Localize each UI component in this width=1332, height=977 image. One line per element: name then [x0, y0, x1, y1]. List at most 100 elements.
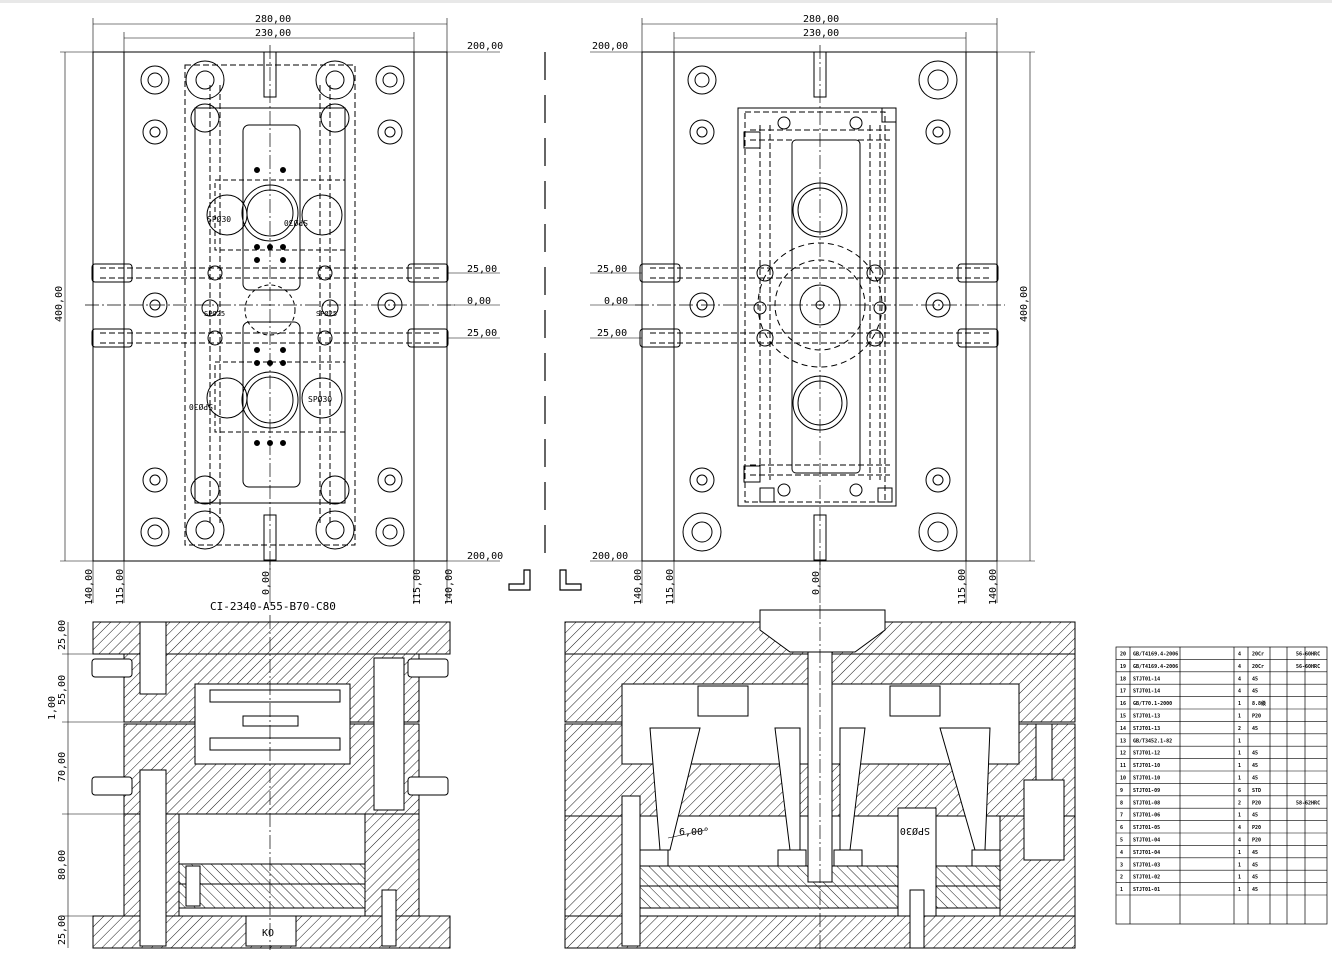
plan-right-left-dim-2: 25,00 — [597, 264, 627, 275]
bom-cell-mat: 45 — [1252, 676, 1258, 682]
bom-cell-code: STJT01-10 — [1133, 763, 1160, 769]
plan-left-bottom-dim-3: 0,00 — [261, 571, 272, 595]
plan-left-screw-bottom — [263, 514, 277, 561]
bom-cell-code: GB/T3452.1-82 — [1133, 738, 1172, 744]
bom-cell-code: STJT01-01 — [1133, 887, 1160, 893]
plan-right-core-circle-2 — [792, 375, 848, 431]
section-left-ejector-retainer — [178, 863, 366, 885]
bom-cell-mat: P20 — [1252, 800, 1261, 806]
bom-cell-no: 16 — [1120, 701, 1126, 707]
plan-view-left — [60, 18, 500, 603]
plan-left-gate-label-6: SPØ30 — [308, 394, 332, 404]
plan-right-bottom-dim-1: 140,00 — [633, 569, 644, 605]
plan-left-gate-label-1: SPØ30 — [207, 214, 231, 224]
bom-cell-no: 18 — [1120, 676, 1126, 682]
plan-left-gate-label-5: SPØ30 — [189, 402, 213, 412]
bom-cell-no: 9 — [1120, 788, 1123, 794]
plan-right-width-inner: 230,00 — [803, 28, 839, 39]
plan-left-bolts — [254, 167, 286, 446]
bom-cell-no: 19 — [1120, 664, 1126, 670]
section-left-ejector-plate — [178, 883, 366, 909]
plan-right-ejector-outline — [744, 111, 886, 503]
bom-cell-code: STJT01-09 — [1133, 788, 1160, 794]
bom-cell-qty: 1 — [1238, 763, 1241, 769]
bom-cell-qty: 1 — [1238, 751, 1241, 757]
plan-left-right-dim-2: 25,00 — [467, 264, 497, 275]
plan-right-ejector-plate — [737, 107, 897, 507]
bom-cell-code: STJT01-06 — [1133, 813, 1160, 819]
plan-left-dimension-texts: 280,00 230,00 400,00 200,00 25,00 0,00 2… — [54, 14, 503, 613]
bom-cell-no: 8 — [1120, 800, 1123, 806]
bom-cell-no: 3 — [1120, 862, 1123, 868]
plan-left-right-dim-1: 200,00 — [467, 41, 503, 52]
plan-left-sprue-circle-4 — [301, 377, 343, 419]
bom-cell-mat: 20Cr — [1252, 652, 1264, 658]
bom-cell-no: 11 — [1120, 763, 1126, 769]
bom-cell-code: STJT01-12 — [1133, 751, 1160, 757]
bom-cell-no: 14 — [1120, 726, 1126, 732]
plan-right-bottom-dim-2: 115,00 — [665, 569, 676, 605]
section-view-right — [564, 605, 1076, 950]
plan-view-right — [590, 18, 1035, 603]
bom-cell-no: 17 — [1120, 689, 1126, 695]
bom-cell-code: GB/T4169.4-2006 — [1133, 652, 1178, 658]
bom-cell-code: STJT01-04 — [1133, 838, 1160, 844]
plan-right-guide-pins — [682, 60, 958, 552]
bom-cell-qty: 1 — [1238, 738, 1241, 744]
plan-right-corner-squares — [743, 107, 897, 503]
section-left-h3: 1,00 — [47, 696, 58, 720]
plan-right-left-dim-1: 200,00 — [592, 41, 628, 52]
bom-cell-mat: STD — [1252, 788, 1261, 794]
bom-cell-qty: 4 — [1238, 676, 1241, 682]
plan-left-locating-ring — [244, 284, 296, 336]
plan-left-cavity-lower — [214, 361, 346, 433]
bom-cell-note: 56-60HRC — [1296, 652, 1320, 658]
bom-cell-no: 20 — [1120, 652, 1126, 658]
plan-left-right-dim-4: 25,00 — [467, 328, 497, 339]
plan-left-inner-plate — [123, 51, 415, 562]
plan-left-right-dim-5: 200,00 — [467, 551, 503, 562]
bom-cell-qty: 6 — [1238, 788, 1241, 794]
bom-cell-no: 4 — [1120, 850, 1123, 856]
section-view-left — [62, 615, 451, 950]
bom-cell-no: 6 — [1120, 825, 1123, 831]
bom-cell-code: STJT01-14 — [1133, 689, 1160, 695]
bom-cell-mat: 45 — [1252, 887, 1258, 893]
plan-left-bottom-dim-5: 140,00 — [444, 569, 455, 605]
plan-right-outer-plate — [641, 51, 998, 562]
plan-right-width-outer: 280,00 — [803, 14, 839, 25]
bill-of-materials-table — [1115, 646, 1328, 925]
plan-right-bottom-dim-4: 115,00 — [957, 569, 968, 605]
bom-cell-qty: 1 — [1238, 862, 1241, 868]
part-code-label: CI-2340-A55-B70-C80 — [210, 600, 336, 613]
bom-cell-mat: 20Cr — [1252, 664, 1264, 670]
bom-cell-qty: 4 — [1238, 825, 1241, 831]
bom-cell-code: GB/T70.1-2000 — [1133, 701, 1172, 707]
bom-cell-qty: 4 — [1238, 689, 1241, 695]
plan-left-gate-label-2: SPØ30 — [284, 218, 308, 228]
bom-cell-mat: P20 — [1252, 825, 1261, 831]
plan-right-core-circle-1 — [792, 182, 848, 238]
bom-cell-qty: 1 — [1238, 714, 1241, 720]
bom-cell-qty: 1 — [1238, 850, 1241, 856]
plan-right-left-dim-4: 25,00 — [597, 328, 627, 339]
bom-cell-qty: 1 — [1238, 701, 1241, 707]
plan-left-sprue-circle-3 — [206, 377, 248, 419]
section-left-h2: 55,00 — [57, 675, 68, 705]
plan-left-runner-lower — [242, 321, 301, 488]
bom-cell-no: 15 — [1120, 714, 1126, 720]
section-left-ko-hole — [245, 915, 297, 947]
plan-left-sprue-circle-2 — [301, 194, 343, 236]
bom-cell-mat: 8.8级 — [1252, 700, 1266, 707]
bom-cell-no: 7 — [1120, 813, 1123, 819]
bom-border — [1115, 646, 1328, 925]
section-left-h1: 25,00 — [57, 620, 68, 650]
bom-cell-qty: 1 — [1238, 887, 1241, 893]
bom-cell-code: STJT01-10 — [1133, 776, 1160, 782]
bom-cell-qty: 2 — [1238, 726, 1241, 732]
bom-cell-qty: 1 — [1238, 813, 1241, 819]
section-left-guide-bolt-top — [139, 621, 167, 695]
bom-cell-mat: P20 — [1252, 838, 1261, 844]
bom-cell-code: STJT01-02 — [1133, 875, 1160, 881]
